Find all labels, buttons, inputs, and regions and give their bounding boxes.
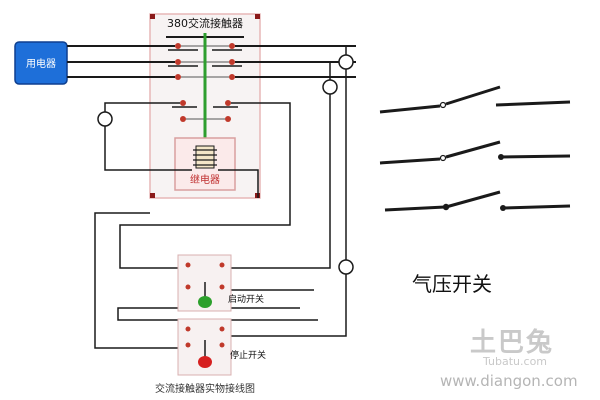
auxiliary-contact-row [172, 100, 238, 108]
air-switch-label: 气压开关 [412, 272, 492, 296]
power-lines [67, 45, 356, 78]
start-switch-label: 启动开关 [228, 293, 264, 305]
stop-switch-label: 停止开关 [230, 349, 266, 361]
diagram-caption: 交流接触器实物接线图 [155, 382, 255, 395]
relay-label: 继电器 [190, 173, 220, 186]
relay-label-bg [179, 172, 231, 186]
contactor-corner-mark [150, 14, 155, 19]
watermark-brand-url: Tubatu.com [483, 355, 548, 368]
start-button[interactable] [198, 296, 212, 308]
junction-node [338, 259, 354, 275]
air-switch-pivot [442, 203, 450, 211]
contactor-corner-mark [255, 14, 260, 19]
stop-button[interactable] [198, 356, 212, 368]
watermark-site: www.diangon.com [440, 372, 578, 390]
contactor-title: 380交流接触器 [167, 16, 243, 30]
air-switch-symbol [379, 140, 571, 165]
main-contact-row [168, 43, 242, 51]
watermark-brand: 土巴兔 [470, 328, 555, 358]
air-switch-symbol [379, 85, 571, 114]
stop-switch-terminals [185, 326, 225, 348]
air-switch-contact [498, 154, 504, 160]
relay-coil-icon [193, 145, 217, 169]
control-wires [94, 46, 347, 349]
air-switch-symbol [384, 190, 571, 212]
contactor-corner-mark [150, 193, 155, 198]
air-switch-contact [500, 205, 506, 211]
junction-node [97, 111, 113, 127]
start-switch-terminals [185, 262, 225, 290]
load-label: 用电器 [26, 57, 56, 70]
air-switch-pivot [439, 154, 447, 162]
air-switch-pivot [439, 101, 447, 109]
junction-node [338, 54, 354, 70]
junction-node [322, 79, 338, 95]
main-contact-row [168, 59, 242, 67]
